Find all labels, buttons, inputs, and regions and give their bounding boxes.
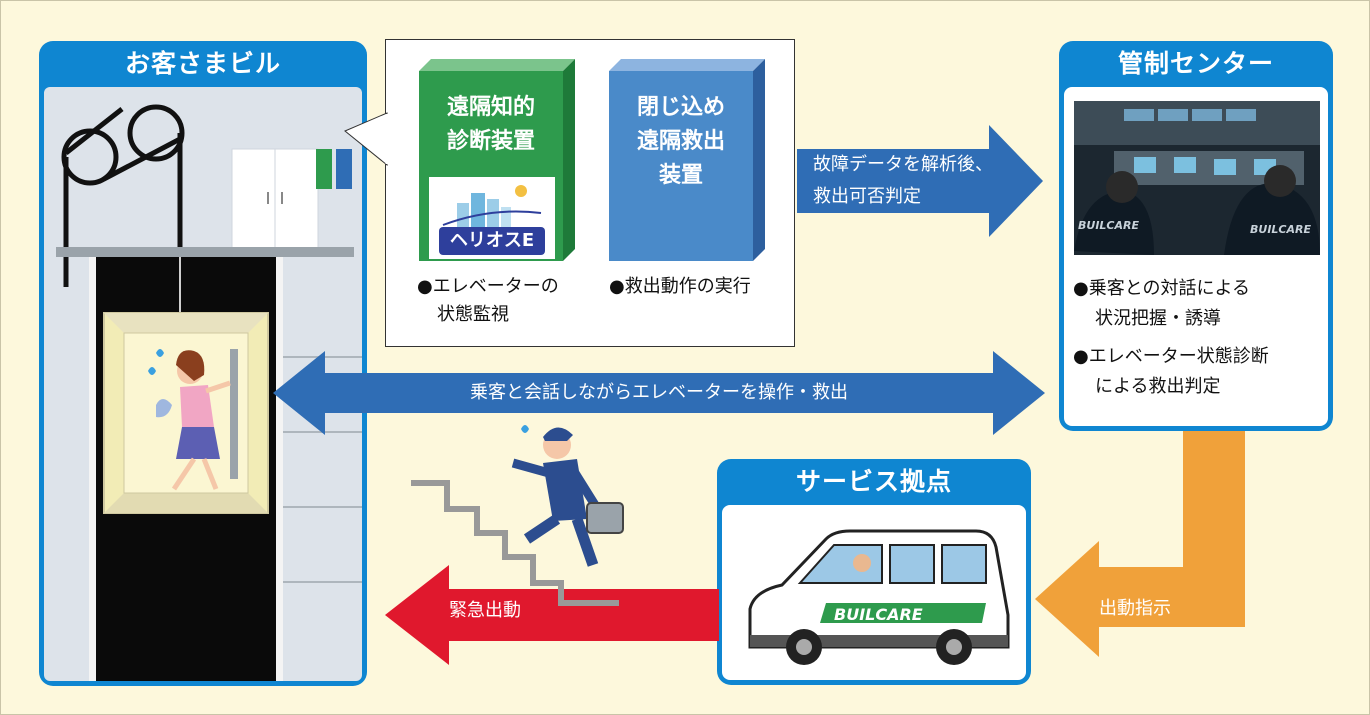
rescue-device-title-line3: 装置 bbox=[658, 163, 703, 188]
rescue-device-note: ●救出動作の実行 bbox=[609, 276, 751, 297]
control-center-body: BUILCARE BUILCARE bbox=[1064, 87, 1328, 426]
callout-pointer bbox=[344, 112, 389, 167]
service-base-panel: サービス拠点 BUILCARE bbox=[717, 459, 1031, 685]
rescue-device-title-line2: 遠隔救出 bbox=[636, 129, 725, 154]
analysis-arrow bbox=[797, 125, 1043, 237]
running-technician-illustration bbox=[411, 425, 624, 606]
van-brand-text: BUILCARE bbox=[834, 605, 923, 624]
remote-rescue-device bbox=[609, 59, 765, 261]
helios-logo-text: ヘリオスE bbox=[439, 227, 545, 255]
buildings-logo-icon bbox=[442, 185, 542, 227]
dispatch-order-label: 出動指示 bbox=[1099, 598, 1171, 619]
control-note-1: ●乗客との対話による bbox=[1073, 278, 1250, 299]
helios-logo: ヘリオスE bbox=[429, 177, 555, 259]
operate-rescue-label: 乗客と会話しながらエレベーターを操作・救出 bbox=[470, 382, 848, 403]
operate-rescue-arrow bbox=[273, 351, 1045, 435]
service-base-title: サービス拠点 bbox=[795, 467, 952, 496]
remote-device-note-line2: 状態監視 bbox=[437, 304, 509, 325]
control-note-2: 状況把握・誘導 bbox=[1095, 308, 1221, 329]
analysis-label-line1: 故障データを解析後、 bbox=[813, 154, 993, 175]
control-note-4: による救出判定 bbox=[1095, 376, 1221, 397]
control-center-title: 管制センター bbox=[1117, 49, 1274, 78]
remote-device-title-line2: 診断装置 bbox=[446, 129, 535, 154]
control-center-panel: 管制センター BUILCARE BUILCARE bbox=[1059, 41, 1333, 431]
building-title: お客さまビル bbox=[124, 49, 281, 78]
remote-device-note-line1: ●エレベーターの bbox=[417, 276, 559, 297]
service-base-body: BUILCARE bbox=[722, 505, 1026, 680]
rescue-device-title-line1: 閉じ込め bbox=[636, 95, 725, 120]
service-van-illustration bbox=[748, 529, 1010, 665]
emergency-dispatch-label: 緊急出動 bbox=[449, 600, 521, 621]
control-room-brand-right: BUILCARE bbox=[1250, 223, 1311, 236]
remote-device-title-line1: 遠隔知的 bbox=[446, 95, 535, 120]
dispatch-order-arrow bbox=[1035, 431, 1245, 657]
control-room-brand-left: BUILCARE bbox=[1078, 219, 1139, 232]
control-note-3: ●エレベーター状態診断 bbox=[1073, 346, 1269, 367]
control-room-photo bbox=[1074, 101, 1320, 255]
analysis-label-line2: 救出可否判定 bbox=[813, 186, 921, 207]
elevator-illustration bbox=[56, 104, 362, 681]
emergency-dispatch-arrow bbox=[385, 565, 719, 665]
